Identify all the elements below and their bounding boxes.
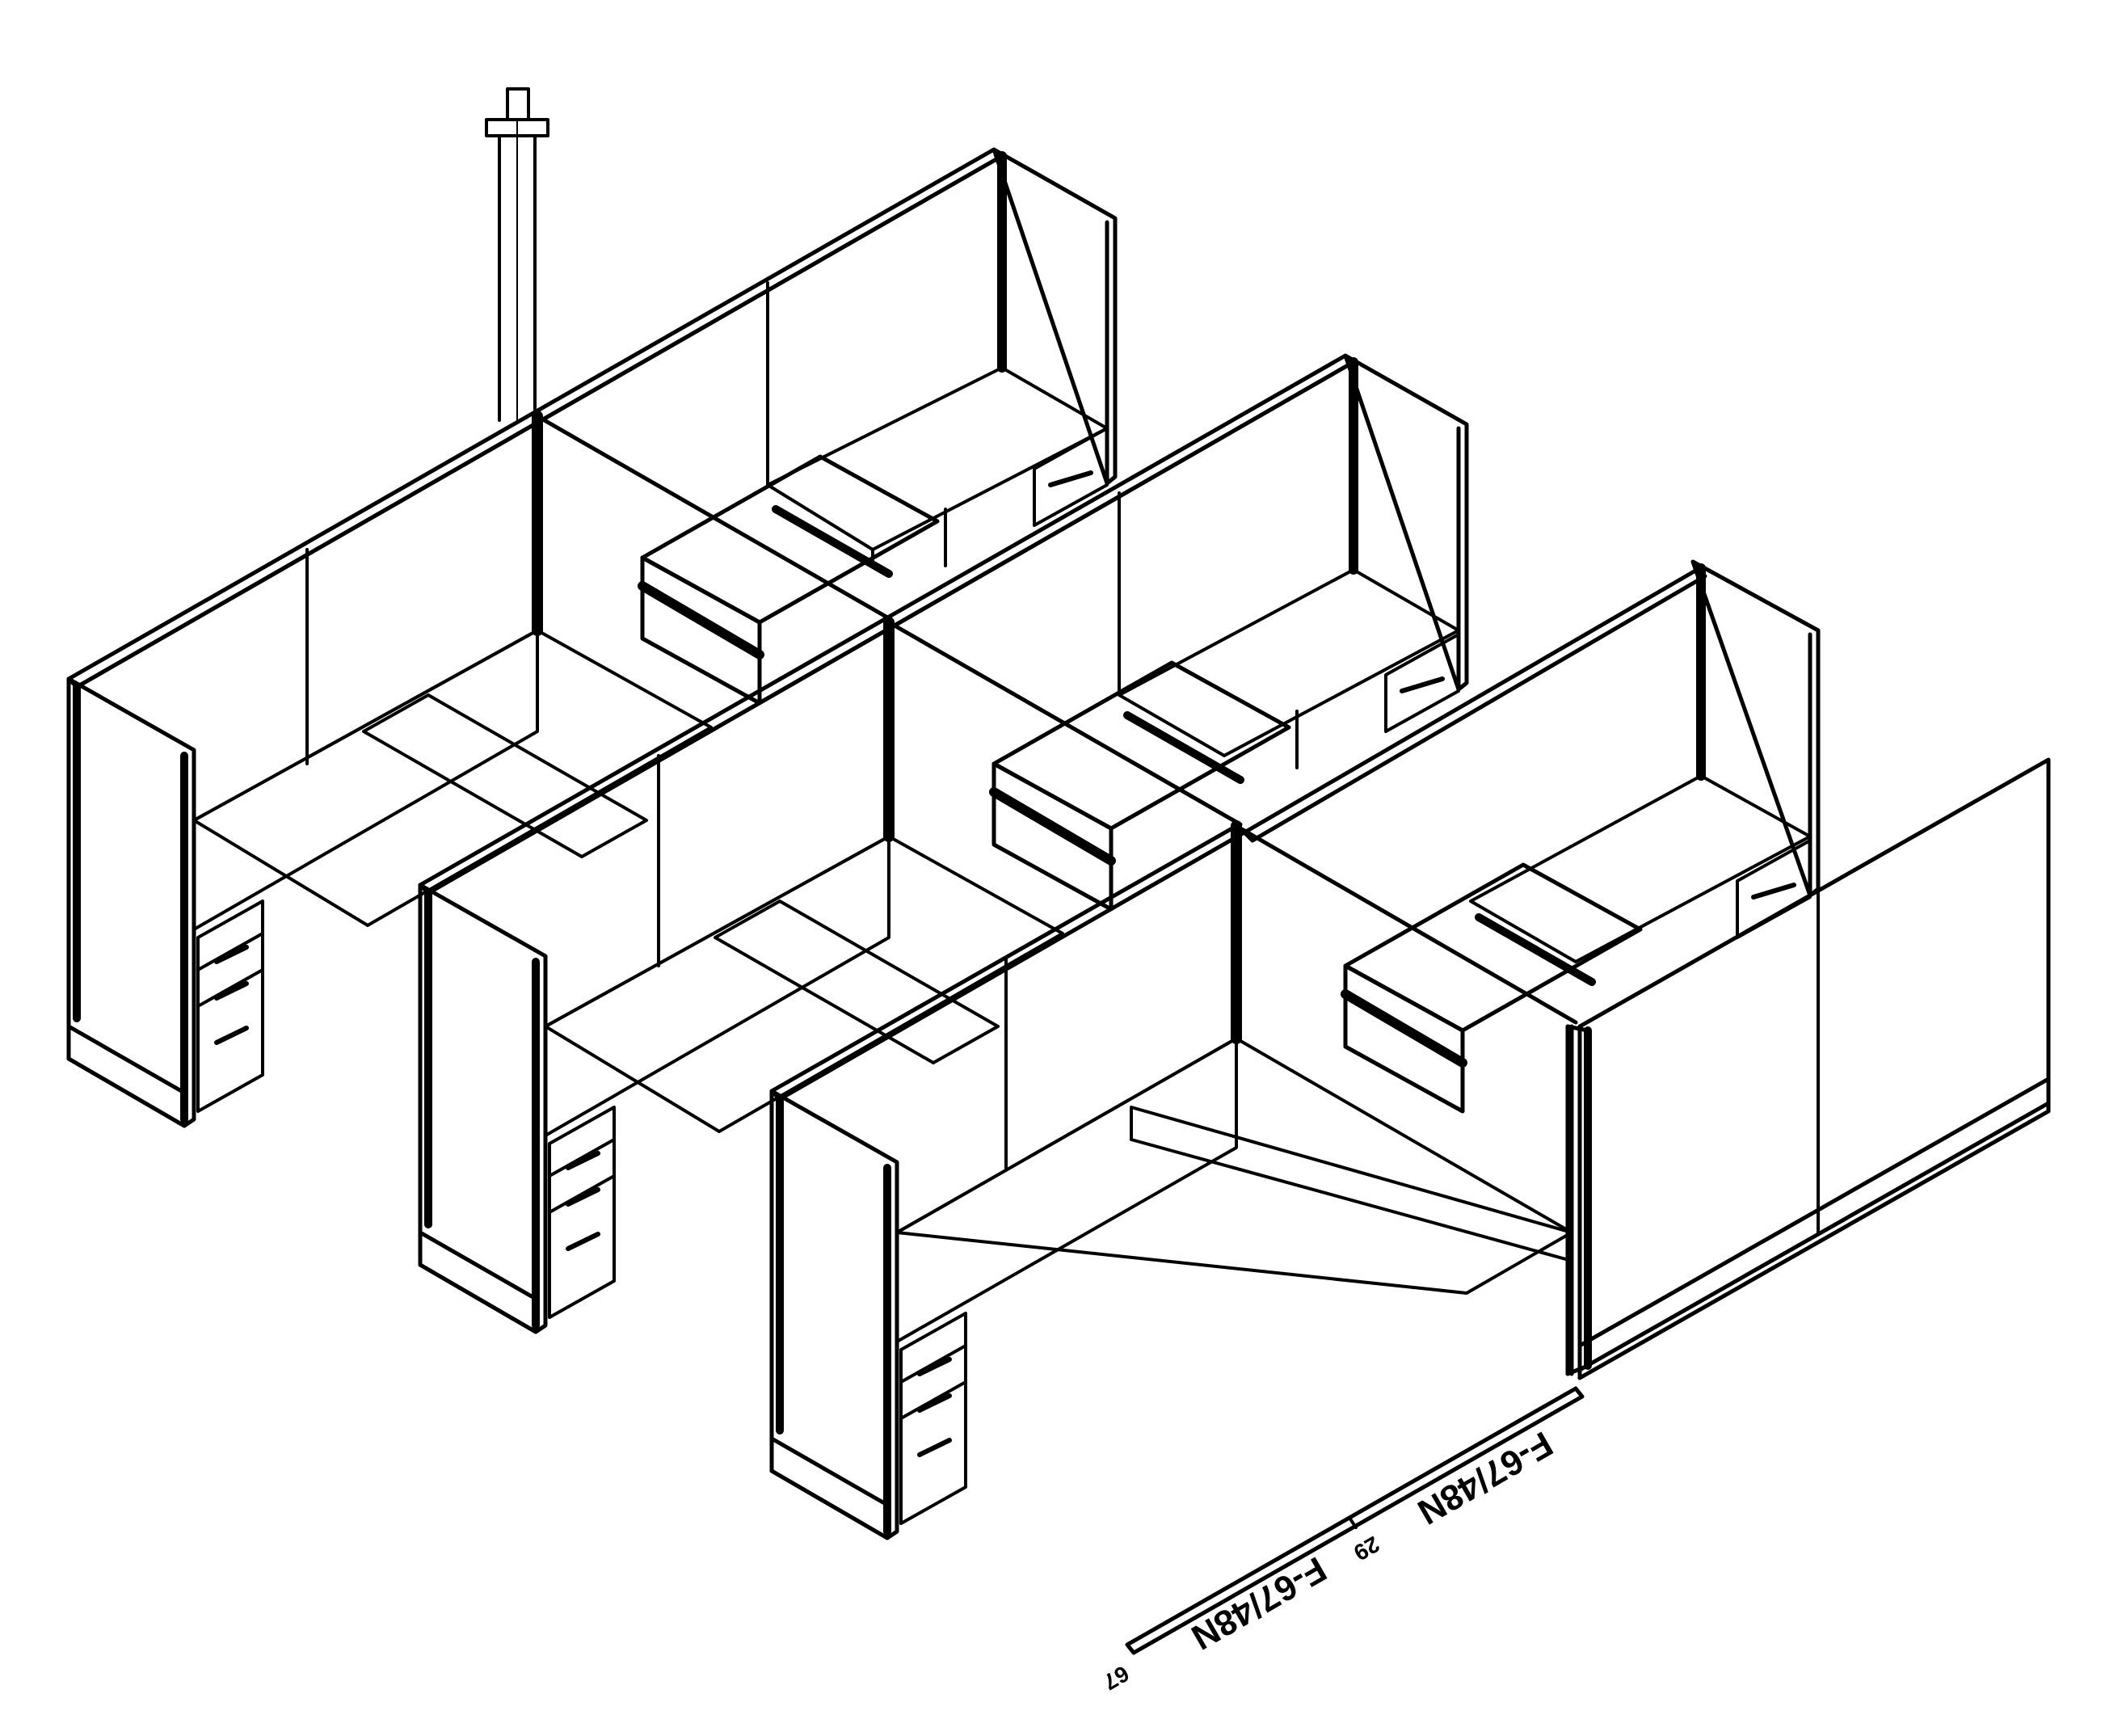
credenza-1 xyxy=(766,366,1109,567)
pedestal-2 xyxy=(548,1106,616,1319)
mark-b-label: 67 xyxy=(1099,1661,1133,1695)
floor-base-line xyxy=(1125,1386,1585,1655)
workstation-row-3 xyxy=(769,559,1821,1540)
end-panel-front-3 xyxy=(769,1089,899,1540)
credenza-2 xyxy=(1118,568,1460,769)
end-panel-front-2 xyxy=(418,883,548,1334)
panel-labels: F-67/48N F-67/48N 29 67 xyxy=(1099,1423,1559,1695)
power-pole xyxy=(485,87,549,422)
worksurface-2 xyxy=(544,835,1064,1137)
panel-code-short-label: F-67/48N xyxy=(1185,1548,1332,1657)
pedestal-3 xyxy=(899,1312,967,1525)
overhead-bin-1 xyxy=(638,454,940,706)
front-right-panel-run xyxy=(1565,757,2051,1380)
divider-panel-3 xyxy=(1231,820,1578,1044)
overhead-bin-2 xyxy=(989,660,1291,912)
mark-a-label: 29 xyxy=(1349,1532,1383,1565)
worksurface-1 xyxy=(192,629,713,931)
credenza-3 xyxy=(1469,774,1812,963)
worksurface-3 xyxy=(895,1037,1573,1343)
workstation-row-2 xyxy=(418,353,1469,1334)
workstation-row-1 xyxy=(66,147,1118,1128)
end-panel-front-1 xyxy=(66,676,196,1128)
pedestal-1 xyxy=(196,900,264,1113)
overhead-bin-3 xyxy=(1341,862,1643,1114)
